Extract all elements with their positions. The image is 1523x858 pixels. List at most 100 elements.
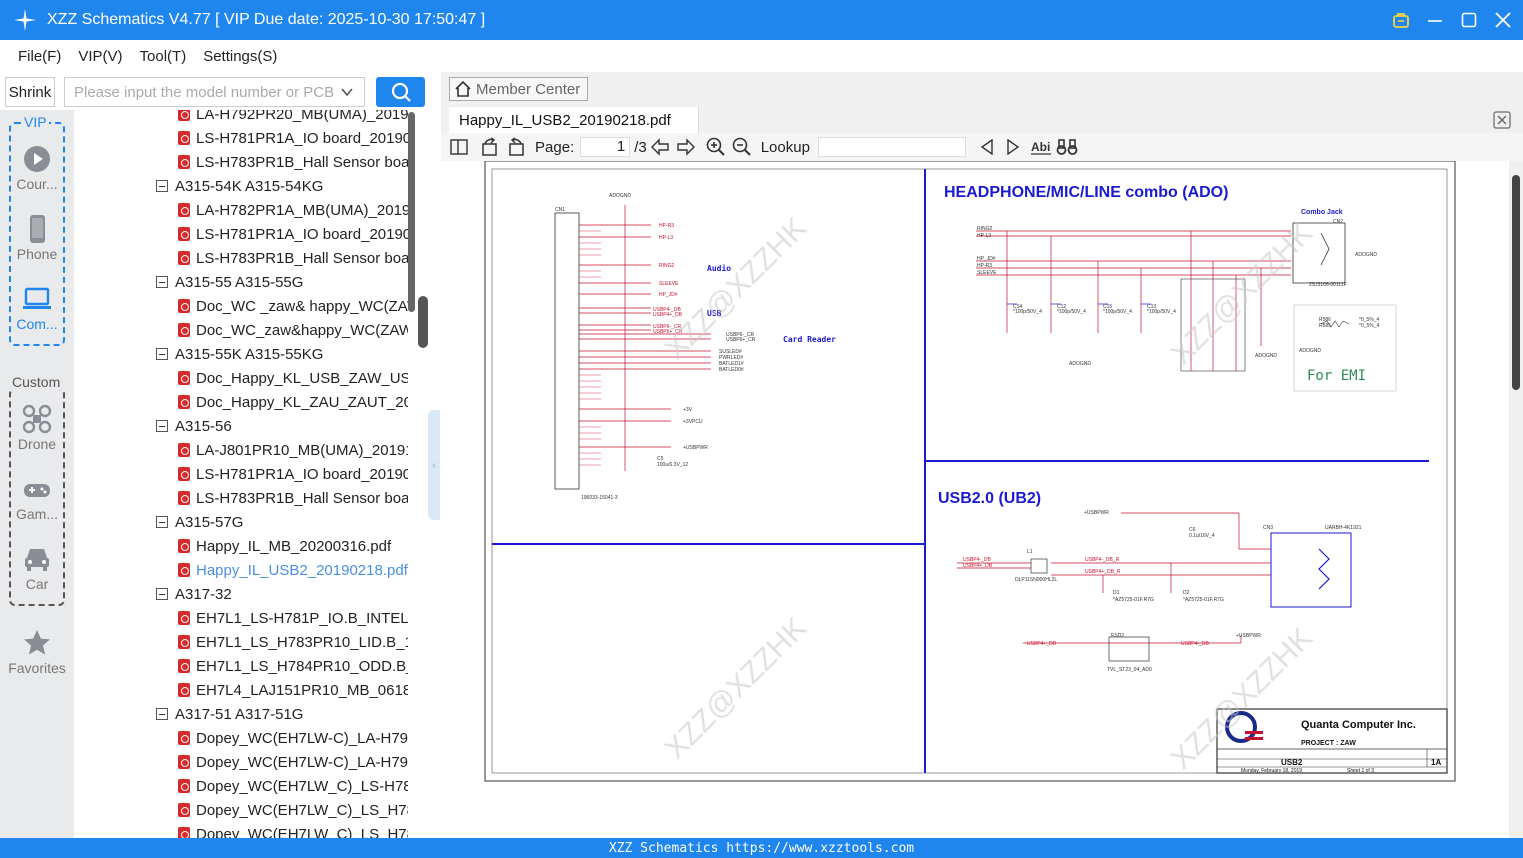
svg-text:UARBH-4K1921: UARBH-4K1921 (1325, 525, 1362, 531)
tree-item-label: Doc_Happy_KL_ZAU_ZAUT_2019 (196, 393, 408, 411)
svg-text:RING2: RING2 (659, 263, 675, 269)
svg-text:USBP4-_DB: USBP4-_DB (653, 307, 681, 313)
tree-file[interactable]: Doc_WC_zaw&happy_WC(ZAW, (74, 318, 408, 342)
minimize-button[interactable] (1425, 10, 1445, 30)
tree-file[interactable]: Dopey_WC(EH7LW-C)_LA-H792 (74, 750, 408, 774)
zoom-out-icon[interactable] (731, 137, 753, 157)
tree-file[interactable]: LS-H781PR1A_IO board_201903 (74, 222, 408, 246)
tree-file[interactable]: LA-H782PR1A_MB(UMA)_20190 (74, 198, 408, 222)
svg-text:ADOGND: ADOGND (1299, 348, 1321, 354)
tree-file[interactable]: EH7L1_LS_H783PR10_LID.B_1903 (74, 630, 408, 654)
pdf-icon (178, 299, 190, 313)
lookup-input[interactable] (817, 137, 966, 157)
find-next-icon[interactable] (1004, 139, 1022, 155)
member-center-button[interactable]: Member Center (449, 77, 588, 101)
tree-file[interactable]: LS-H783PR1B_Hall Sensor board (74, 486, 408, 510)
tree-file[interactable]: Happy_IL_MB_20200316.pdf (74, 534, 408, 558)
svg-text:USBP4+_DB: USBP4+_DB (1027, 641, 1057, 647)
tree-folder[interactable]: A317-51 A317-51G (74, 702, 303, 726)
tree-file[interactable]: Doc_Happy_KL_USB_ZAW_USB_ (74, 366, 408, 390)
nav-favorites[interactable]: Favorites (0, 628, 74, 676)
title-block-date: Monday, February 18, 2019 (1241, 768, 1302, 774)
panel-splitter[interactable]: ‹ (428, 410, 440, 520)
menu-file[interactable]: File(F) (18, 47, 62, 65)
nav-drone[interactable]: Drone (0, 404, 74, 452)
tree-file[interactable]: LS-H781PR1A_IO board_201903 (74, 462, 408, 486)
shrink-button[interactable]: Shrink (5, 77, 55, 107)
nav-games[interactable]: Gam... (0, 476, 74, 522)
tree-file[interactable]: LS-H781PR1A_IO board_201903 (74, 126, 408, 150)
svg-text:C13: C13 (1147, 304, 1156, 310)
tree-file[interactable]: Doc_Happy_KL_ZAU_ZAUT_2019 (74, 390, 408, 414)
page-number-input[interactable]: 1 (580, 137, 631, 157)
tree-file[interactable]: EH7L4_LAJ151PR10_MB_0618B.p (74, 678, 408, 702)
next-page-icon[interactable] (675, 138, 697, 156)
nav-car[interactable]: Car (0, 544, 74, 592)
close-tab-icon[interactable] (1493, 111, 1511, 129)
collapse-icon[interactable] (156, 348, 168, 360)
tree-file[interactable]: Happy_IL_USB2_20190218.pdf (74, 558, 408, 582)
binoculars-icon[interactable] (1056, 138, 1078, 156)
chevron-down-icon[interactable] (340, 85, 354, 99)
search-icon (391, 82, 411, 102)
tree-folder[interactable]: A315-56 (74, 414, 232, 438)
tree-item-label: Doc_WC _zaw& happy_WC(ZAW (196, 297, 408, 315)
nav-computer[interactable]: Com... (0, 284, 74, 332)
tree-folder[interactable]: A315-55 A315-55G (74, 270, 303, 294)
tree-file[interactable]: Dopey_WC(EH7LW_C)_LS_H784I (74, 822, 408, 838)
tree-folder[interactable]: A315-57G (74, 510, 243, 534)
search-input[interactable]: Please input the model number or PCB (64, 77, 365, 107)
tree-file[interactable]: EH7L1_LS_H784PR10_ODD.B_19 (74, 654, 408, 678)
collapse-icon[interactable] (156, 588, 168, 600)
tree-folder[interactable]: A315-55K A315-55KG (74, 342, 323, 366)
sidebar-toggle-icon[interactable] (449, 138, 469, 156)
tree-scroll-thumb[interactable] (418, 296, 428, 348)
match-case-icon[interactable]: Abi (1030, 138, 1052, 156)
search-button[interactable] (376, 77, 425, 107)
nav-phone[interactable]: Phone (0, 214, 74, 262)
maximize-button[interactable] (1459, 10, 1479, 30)
rotate-left-icon[interactable] (479, 137, 501, 157)
svg-text:+USBPWR: +USBPWR (683, 445, 708, 451)
tree-file[interactable]: Dopey_WC(EH7LW_C)_LS-H781I (74, 774, 408, 798)
tree-file[interactable]: Doc_WC _zaw& happy_WC(ZAW (74, 294, 408, 318)
vip-bag-icon[interactable] (1391, 10, 1411, 30)
tree-folder[interactable]: A317-32 (74, 582, 232, 606)
title-block-project: PROJECT : ZAW (1301, 740, 1356, 747)
collapse-icon[interactable] (156, 276, 168, 288)
tab-pdf-document[interactable]: Happy_IL_USB2_20190218.pdf (449, 107, 699, 133)
rotate-right-icon[interactable] (505, 137, 527, 157)
tree-scrollbar[interactable] (408, 112, 415, 312)
viewer-scrollbar[interactable] (1509, 161, 1523, 838)
collapse-icon[interactable] (156, 420, 168, 432)
nav-favorites-label: Favorites (8, 660, 66, 676)
tree-file[interactable]: LA-J801PR10_MB(UMA)_201910 (74, 438, 408, 462)
menu-settings[interactable]: Settings(S) (203, 47, 278, 65)
zoom-in-icon[interactable] (705, 137, 727, 157)
tree-file[interactable]: LA-H792PR20_MB(UMA)_20190 (74, 110, 408, 126)
svg-text:L1: L1 (1027, 549, 1033, 555)
svg-text:C14: C14 (1013, 304, 1022, 310)
collapse-icon[interactable] (156, 180, 168, 192)
search-placeholder: Please input the model number or PCB (74, 83, 335, 101)
pdf-icon (178, 155, 190, 169)
tree-file[interactable]: LS-H783PR1B_Hall Sensor board (74, 246, 408, 270)
tree-folder[interactable]: A315-54K A315-54KG (74, 174, 323, 198)
svg-text:RING2: RING2 (977, 226, 993, 232)
tree-file[interactable]: LS-H783PR1B_Hall Sensor board (74, 150, 408, 174)
collapse-icon[interactable] (156, 516, 168, 528)
tree-file[interactable]: Dopey_WC(EH7LW-C)_LA-H791 (74, 726, 408, 750)
tree-file[interactable]: EH7L1_LS-H781P_IO.B_INTEL_19 (74, 606, 408, 630)
pdf-icon (178, 491, 190, 505)
collapse-icon[interactable] (156, 708, 168, 720)
menu-vip[interactable]: VIP(V) (78, 47, 123, 65)
tree-item-label: Dopey_WC(EH7LW-C)_LA-H792 (196, 753, 408, 771)
close-button[interactable] (1493, 10, 1513, 30)
nav-courses[interactable]: Cour... (0, 144, 74, 192)
prev-page-icon[interactable] (649, 138, 671, 156)
tree-file[interactable]: Dopey_WC(EH7LW_C)_LS_H783I (74, 798, 408, 822)
menu-tool[interactable]: Tool(T) (139, 47, 187, 65)
find-prev-icon[interactable] (978, 139, 996, 155)
viewer-scroll-thumb[interactable] (1512, 175, 1520, 390)
